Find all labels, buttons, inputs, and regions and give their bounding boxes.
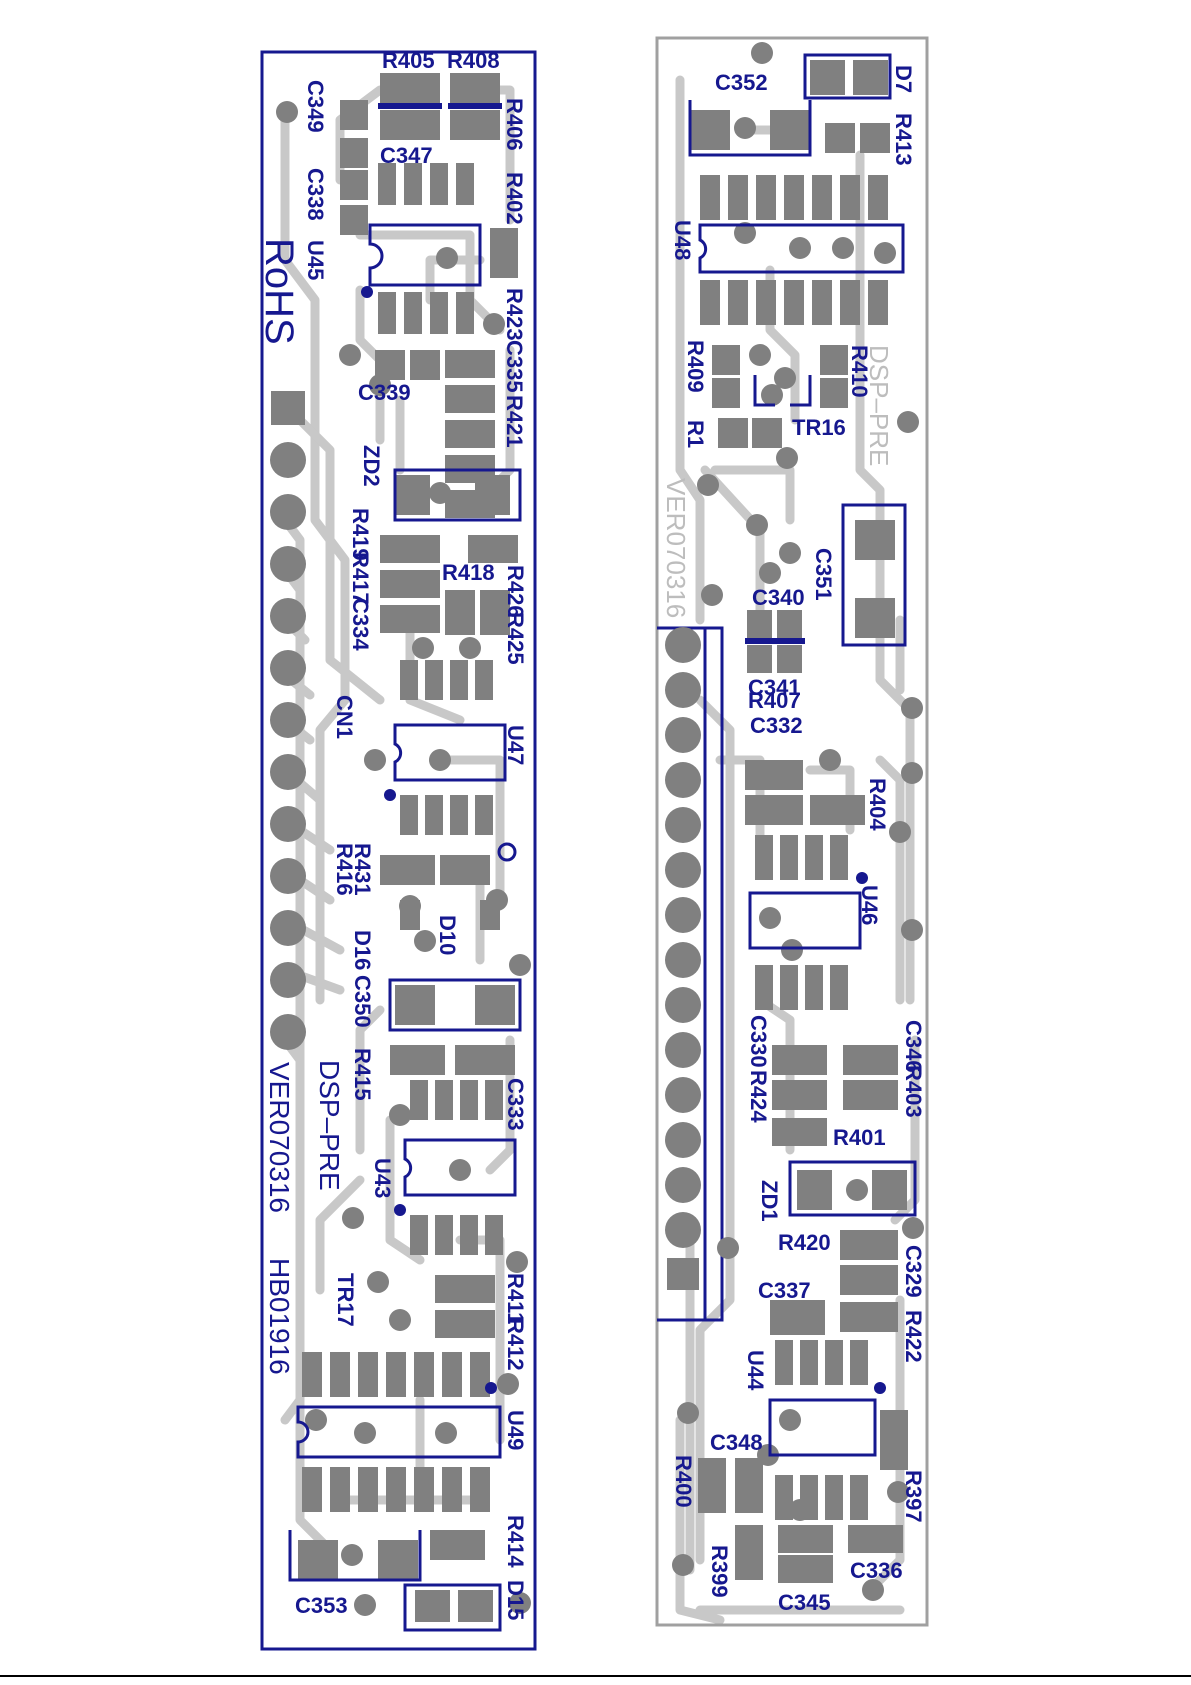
label-r402: R402 [502, 172, 527, 225]
label-c352: C352 [715, 70, 768, 95]
label-c335: C335 [502, 340, 527, 393]
label-r431: R431 [350, 843, 375, 896]
label-r424: R424 [746, 1070, 771, 1123]
label-r422: R422 [901, 1310, 926, 1363]
right-board: C352 D7 R413 U48 R409 R410 R1 TR16 C351 … [655, 36, 929, 1627]
right-board-version: VER070316 [661, 478, 691, 618]
label-r423: R423 [502, 288, 527, 341]
label-r404: R404 [865, 778, 890, 831]
right-board-smd-pads [690, 60, 908, 1583]
label-r411: R411 [503, 1273, 528, 1324]
label-c350: C350 [350, 975, 375, 1028]
u47-pin1-dot [384, 789, 396, 801]
label-tr16: TR16 [792, 415, 846, 440]
label-r1: R1 [683, 420, 708, 448]
label-u44: U44 [743, 1350, 768, 1391]
label-c329: C329 [901, 1245, 926, 1298]
label-u45: U45 [303, 240, 328, 280]
label-r400: R400 [671, 1455, 696, 1508]
left-board-part-number: HB01916 [264, 1258, 295, 1375]
label-r399: R399 [707, 1545, 732, 1598]
label-r421: R421 [502, 395, 527, 448]
label-r417: R417 [348, 552, 373, 605]
left-board-outline [260, 50, 537, 1651]
label-c330: C330 [746, 1015, 771, 1068]
label-c348: C348 [710, 1430, 763, 1455]
label-zd2: ZD2 [359, 445, 384, 487]
rohs-logo-text: RoHS [257, 238, 301, 345]
label-r414: R414 [503, 1515, 528, 1568]
right-board-outlines [688, 53, 917, 1457]
label-c353: C353 [295, 1593, 348, 1618]
label-c333: C333 [503, 1078, 528, 1131]
label-r408: R408 [447, 48, 500, 73]
label-r410: R410 [847, 345, 872, 398]
cn1-connector [270, 391, 306, 1050]
label-r397: R397 [901, 1470, 926, 1523]
label-r406: R406 [502, 98, 527, 151]
label-c338: C338 [303, 168, 328, 221]
u46-pin1-dot [856, 872, 868, 884]
label-r420: R420 [778, 1230, 831, 1255]
label-c340: C340 [752, 585, 805, 610]
label-c336: C336 [850, 1558, 903, 1583]
right-board-labels: C352 D7 R413 U48 R409 R410 R1 TR16 C351 … [661, 65, 926, 1615]
u49-pin1-dot [485, 1382, 497, 1394]
right-board-name: DSP–PRE [864, 345, 894, 466]
label-r418: R418 [442, 560, 495, 585]
label-c332: C332 [750, 713, 803, 738]
label-r409: R409 [683, 340, 708, 393]
label-c347: C347 [380, 143, 433, 168]
label-d15: D15 [503, 1580, 528, 1620]
u43-pin1-dot [394, 1204, 406, 1216]
label-c349: C349 [303, 80, 328, 133]
label-cn1: CN1 [332, 695, 357, 739]
label-u43: U43 [370, 1158, 395, 1198]
label-c341: C341 [748, 675, 801, 700]
left-board-outlines [288, 223, 522, 1632]
label-r415: R415 [350, 1048, 375, 1101]
label-c351: C351 [811, 548, 836, 601]
label-r425: R425 [503, 612, 528, 665]
label-r412: R412 [503, 1318, 528, 1371]
label-c337: C337 [758, 1278, 811, 1303]
right-board-outline [655, 36, 929, 1627]
left-board: R405 R408 C349 R406 C347 C338 R402 U45 R… [257, 48, 537, 1651]
label-r403: R403 [901, 1065, 926, 1118]
left-board-smd-pads [298, 73, 518, 1622]
label-u48: U48 [670, 220, 695, 260]
label-c339: C339 [358, 380, 411, 405]
label-u49: U49 [503, 1410, 528, 1450]
right-board-vias [672, 42, 924, 1601]
label-r416: R416 [332, 843, 357, 896]
label-zd1: ZD1 [757, 1180, 782, 1222]
left-board-version: VER070316 [264, 1062, 295, 1213]
u45-pin1-dot [361, 286, 373, 298]
label-d10: D10 [435, 915, 460, 955]
left-board-name: DSP–PRE [314, 1060, 345, 1191]
label-d16: D16 [350, 930, 375, 970]
left-board-labels: R405 R408 C349 R406 C347 C338 R402 U45 R… [257, 48, 528, 1620]
right-board-connector [657, 626, 724, 1322]
label-r401: R401 [833, 1125, 886, 1150]
label-r405: R405 [382, 48, 435, 73]
label-r407: R407 [748, 688, 801, 713]
label-r419: R419 [348, 508, 373, 561]
u44-pin1-dot [874, 1382, 886, 1394]
label-c334: C334 [348, 598, 373, 651]
label-u47: U47 [503, 725, 528, 765]
label-tr17: TR17 [333, 1273, 358, 1327]
label-r426: R426 [503, 565, 528, 618]
label-c346: C346 [901, 1020, 926, 1073]
label-d7: D7 [891, 65, 916, 93]
label-c345: C345 [778, 1590, 831, 1615]
label-u46: U46 [857, 885, 882, 925]
label-r413: R413 [891, 113, 916, 166]
